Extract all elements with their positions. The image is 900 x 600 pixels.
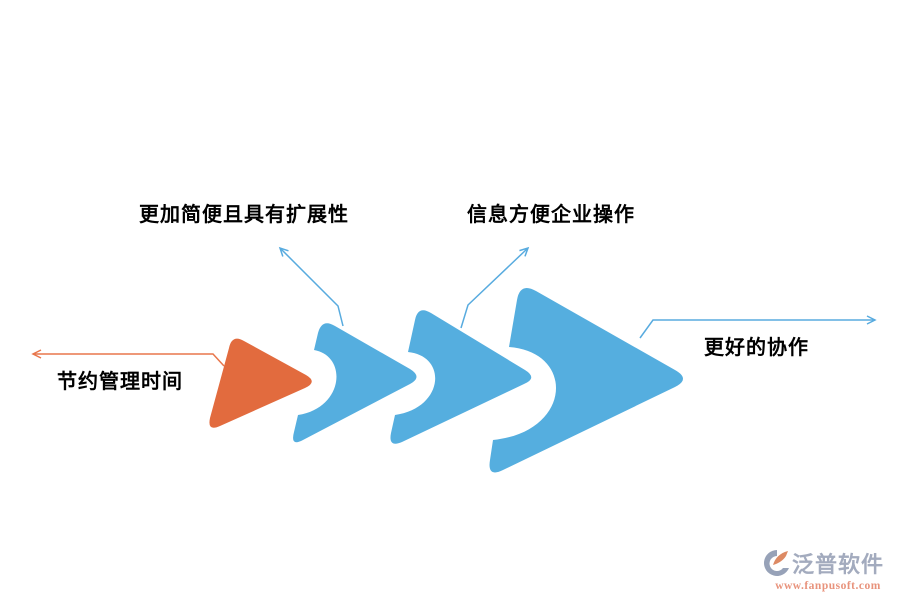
arrow-step-2 xyxy=(293,323,417,443)
callout-line-collaboration xyxy=(639,315,877,339)
label-expandable: 更加简便且具有扩展性 xyxy=(139,202,349,226)
arrow-step-3 xyxy=(390,310,532,444)
arrow-step-4 xyxy=(489,288,683,473)
watermark-brand-text: 泛普软件 xyxy=(792,553,885,578)
arrow-step-1 xyxy=(209,338,312,428)
watermark: 泛普软件 www.fanpusoft.com xyxy=(763,547,893,592)
callout-line-save-time xyxy=(31,349,225,367)
label-save-time: 节约管理时间 xyxy=(57,369,183,393)
callout-line-easy-operation xyxy=(460,246,530,329)
label-collaboration: 更好的协作 xyxy=(704,335,809,359)
fanpu-logo-icon xyxy=(764,550,789,576)
callout-line-expandable xyxy=(278,246,344,327)
watermark-url-text: www.fanpusoft.com xyxy=(775,580,881,592)
label-easy-operation: 信息方便企业操作 xyxy=(467,202,635,226)
